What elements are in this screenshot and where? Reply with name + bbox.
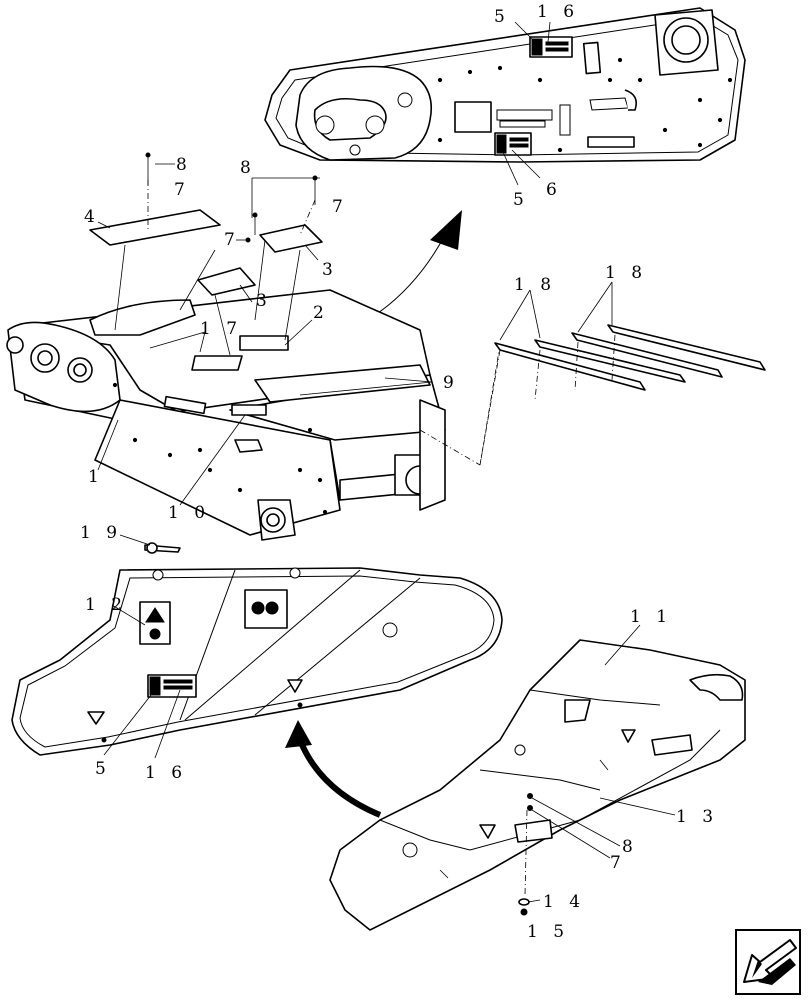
callout-8-mid: 8	[240, 158, 256, 178]
side-panel-detail	[264, 7, 746, 163]
callout-18-right: 1 8	[605, 263, 647, 283]
callout-5-top: 5	[494, 7, 510, 27]
right-cover-11	[329, 639, 746, 931]
callout-8-bottom: 8	[622, 837, 638, 857]
callout-17: 1 7	[200, 319, 242, 339]
loose-cover-plates	[89, 209, 323, 296]
callout-8-left: 8	[176, 155, 192, 175]
callout-3-lower: 3	[256, 291, 272, 311]
callout-leaders	[97, 21, 676, 903]
callout-5-bottom: 5	[95, 759, 111, 779]
cover-fasteners	[518, 793, 533, 916]
frame-bolt-holes	[112, 382, 328, 515]
callout-7-bottom: 7	[610, 853, 626, 873]
callout-9: 9	[443, 373, 459, 393]
callout-14: 1 4	[543, 892, 585, 912]
callout-labels: 5 1 6 5 6 8 7 8 7 7 4 3 3 2 1 7 9 1 1 0 …	[80, 2, 718, 942]
callout-7-left: 7	[174, 180, 190, 200]
callout-11: 1 1	[630, 607, 672, 627]
callout-16-top: 1 6	[537, 2, 579, 22]
callout-7-right: 7	[332, 197, 348, 217]
callout-15: 1 5	[527, 922, 569, 942]
callout-6: 6	[546, 180, 562, 200]
callout-1: 1	[88, 467, 104, 487]
plate-3-lower	[197, 267, 256, 296]
assembly-lines	[114, 180, 501, 466]
plate-4	[89, 209, 221, 246]
callout-19: 1 9	[80, 523, 122, 543]
pin-19	[144, 542, 181, 554]
callout-7-mid: 7	[224, 230, 240, 250]
callout-10: 1 0	[168, 503, 210, 523]
callout-16-bottom: 1 6	[145, 763, 187, 783]
callout-2: 2	[313, 303, 329, 323]
panel-bolt-holes	[437, 57, 733, 153]
left-cover-12	[11, 567, 503, 756]
callout-12: 1 2	[85, 595, 127, 615]
curved-arrow-down-icon	[285, 720, 382, 818]
rods-18	[479, 324, 766, 466]
callout-5-upper: 5	[513, 190, 529, 210]
callout-18-left: 1 8	[514, 275, 556, 295]
plate-3-upper	[259, 224, 323, 253]
next-page-arrow-icon[interactable]	[735, 929, 801, 995]
callout-4: 4	[84, 207, 100, 227]
main-frame-assembly	[6, 289, 446, 541]
callout-13: 1 3	[676, 807, 718, 827]
callout-3-upper: 3	[322, 260, 338, 280]
